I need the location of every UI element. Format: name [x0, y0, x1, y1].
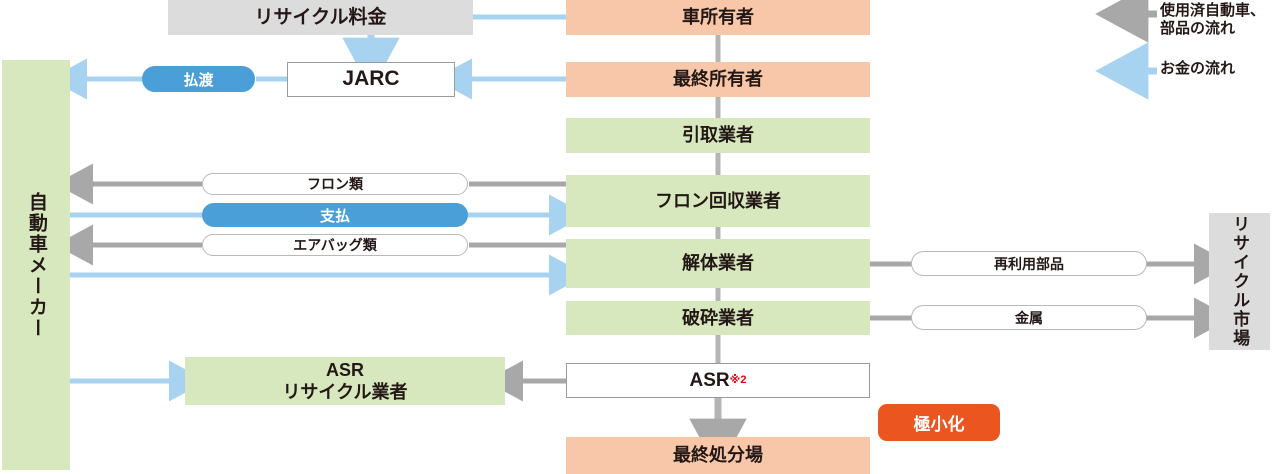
- payment-pill[interactable]: 支払: [202, 203, 468, 227]
- center-box-shredder[interactable]: 破砕業者: [566, 301, 870, 335]
- freon-label-pill[interactable]: フロン類: [202, 173, 468, 195]
- legend-item-money: お金の流れ: [1160, 60, 1235, 78]
- center-box-final-owner[interactable]: 最終所有者: [566, 62, 870, 97]
- center-box-final-disposal[interactable]: 最終処分場: [566, 437, 870, 474]
- center-box-car-owner[interactable]: 車所有者: [566, 0, 870, 35]
- recycle-fee-box[interactable]: リサイクル料金: [168, 0, 473, 35]
- asr-recycler-box: ASR リサイクル業者: [185, 357, 505, 405]
- legend-money-line1: お金の流れ: [1160, 60, 1236, 77]
- jarc-box[interactable]: JARC: [287, 62, 455, 97]
- asr-recycler-line2: リサイクル業者: [282, 382, 408, 402]
- maker-column[interactable]: 自動車メーカー: [2, 60, 70, 470]
- asr-label: ASR: [689, 369, 730, 391]
- asr-footnote-mark: ※2: [729, 373, 747, 386]
- legend-item-elv: 使用済自動車、 部品の流れ: [1160, 2, 1265, 38]
- minimize-callout[interactable]: 極小化: [878, 404, 1000, 441]
- center-box-freon-recovery[interactable]: フロン回収業者: [566, 175, 870, 227]
- recycle-market-column[interactable]: リサイクル市場: [1209, 213, 1270, 350]
- center-box-asr: ASR※2: [566, 363, 870, 398]
- reuse-parts-label-pill[interactable]: 再利用部品: [911, 251, 1147, 276]
- metal-label-pill[interactable]: 金属: [911, 305, 1147, 330]
- center-box-dismantler[interactable]: 解体業者: [566, 239, 870, 288]
- legend-elv-line1: 使用済自動車、: [1160, 2, 1266, 19]
- payout-pill[interactable]: 払渡: [142, 66, 255, 92]
- airbag-label-pill[interactable]: エアバッグ類: [202, 234, 468, 256]
- center-box-collector[interactable]: 引取業者: [566, 118, 870, 153]
- legend-elv-line2: 部品の流れ: [1160, 20, 1236, 37]
- asr-recycler-line1: ASR: [325, 359, 364, 380]
